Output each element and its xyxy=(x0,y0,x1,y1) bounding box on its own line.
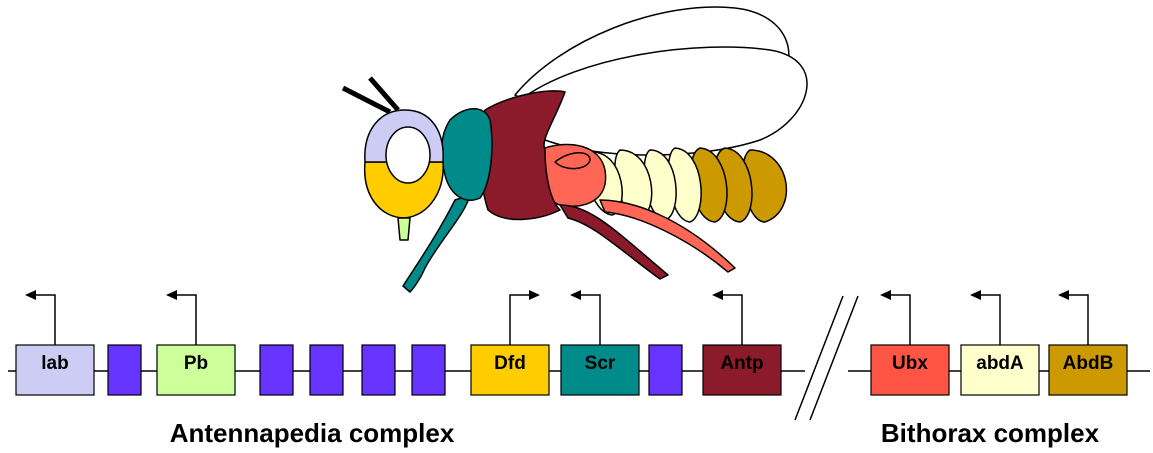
gene-blank2 xyxy=(260,345,293,395)
promoter-arrow-abdb xyxy=(1060,295,1088,345)
fly-proboscis xyxy=(398,218,410,240)
promoter-arrow-antp xyxy=(714,295,742,345)
gene-box-blank2 xyxy=(260,345,293,395)
gene-dfd: Dfd xyxy=(471,290,549,395)
gene-blank6 xyxy=(649,345,682,395)
promoter-arrowhead-pb xyxy=(166,290,177,300)
antennapedia-complex-label: Antennapedia complex xyxy=(170,418,455,448)
gene-lab: lab xyxy=(16,290,94,395)
gene-label-dfd: Dfd xyxy=(494,353,526,374)
break-mark-2 xyxy=(810,296,858,420)
gene-label-antp: Antp xyxy=(720,353,763,374)
break-mark-1 xyxy=(795,296,843,420)
gene-blank3 xyxy=(310,345,343,395)
promoter-arrow-abda xyxy=(972,295,1000,345)
promoter-arrow-lab xyxy=(27,295,55,345)
gene-blank1 xyxy=(108,345,141,395)
promoter-arrowhead-abda xyxy=(970,290,981,300)
fly-thorax-front xyxy=(442,109,492,200)
gene-label-abdb: AbdB xyxy=(1063,353,1114,374)
fly-eye xyxy=(386,127,430,183)
gene-abda: abdA xyxy=(961,290,1039,395)
promoter-arrowhead-lab xyxy=(25,290,36,300)
gene-box-blank1 xyxy=(108,345,141,395)
gene-label-lab: lab xyxy=(41,353,68,374)
gene-blank5 xyxy=(412,345,445,395)
gene-box-blank4 xyxy=(362,345,395,395)
gene-label-abda: abdA xyxy=(976,353,1024,374)
promoter-arrow-dfd xyxy=(510,295,538,345)
gene-row: lab Pb Dfd Scr Antp Ubx abdA AbdB xyxy=(16,290,1127,395)
gene-ubx: Ubx xyxy=(871,290,949,395)
gene-box-blank5 xyxy=(412,345,445,395)
gene-label-scr: Scr xyxy=(585,353,616,374)
promoter-arrow-pb xyxy=(168,295,196,345)
bithorax-complex-label: Bithorax complex xyxy=(881,418,1100,448)
promoter-arrowhead-dfd xyxy=(529,290,540,300)
promoter-arrowhead-antp xyxy=(712,290,723,300)
promoter-arrowhead-ubx xyxy=(880,290,891,300)
gene-abdb: AbdB xyxy=(1049,290,1127,395)
promoter-arrowhead-abdb xyxy=(1058,290,1069,300)
promoter-arrow-ubx xyxy=(882,295,910,345)
gene-pb: Pb xyxy=(157,290,235,395)
gene-label-pb: Pb xyxy=(184,353,208,374)
fly-illustration xyxy=(343,7,807,292)
gene-antp: Antp xyxy=(703,290,781,395)
promoter-arrowhead-scr xyxy=(570,290,581,300)
gene-label-ubx: Ubx xyxy=(892,353,928,374)
gene-box-blank6 xyxy=(649,345,682,395)
promoter-arrow-scr xyxy=(572,295,600,345)
gene-scr: Scr xyxy=(561,290,639,395)
gene-box-blank3 xyxy=(310,345,343,395)
gene-blank4 xyxy=(362,345,395,395)
